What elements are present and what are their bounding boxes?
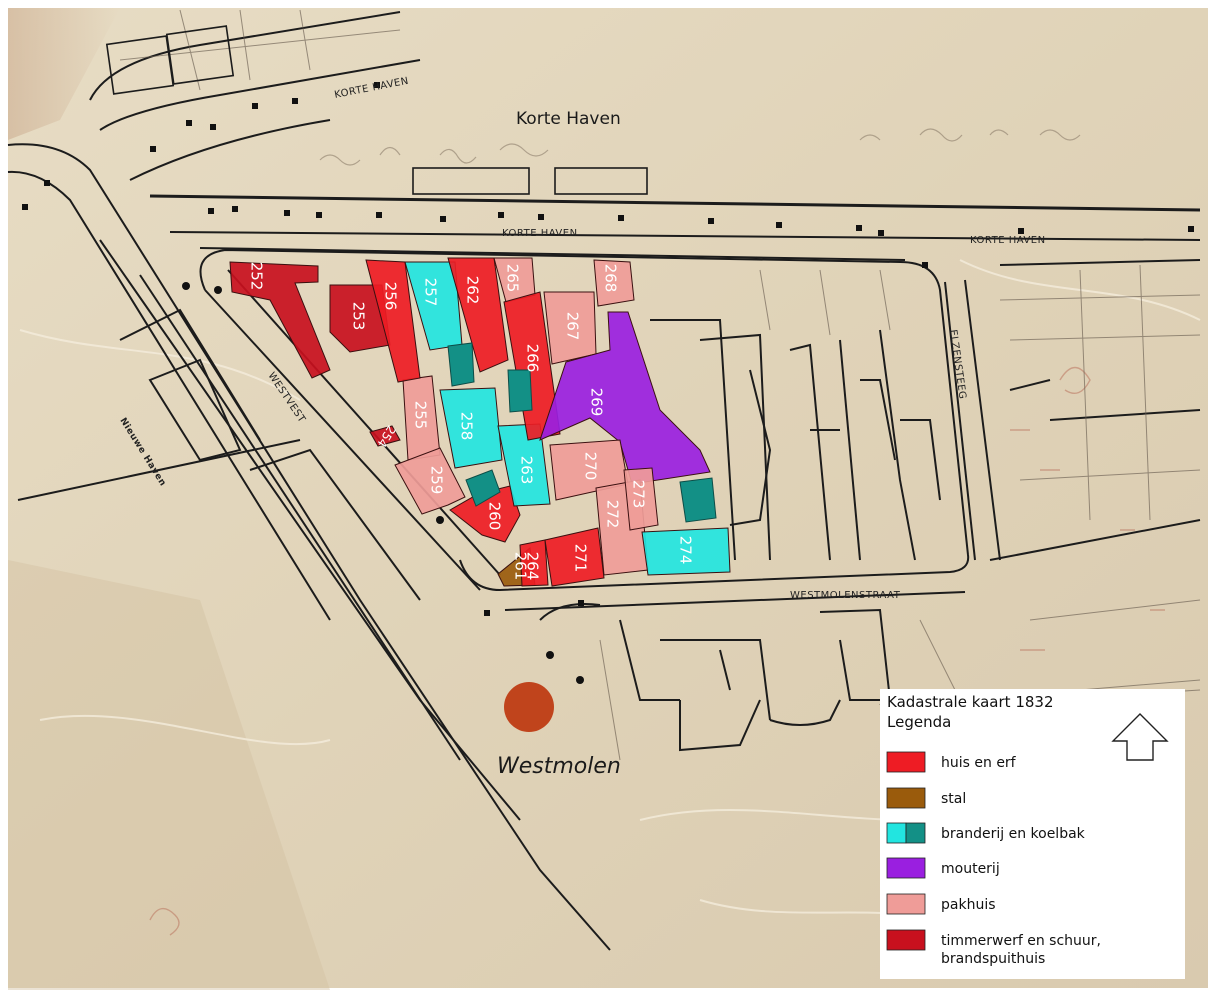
legend-subtitle: Legenda xyxy=(887,713,951,731)
parcel-label-265: 265 xyxy=(504,264,522,293)
street-korte-haven-mid: KORTE HAVEN xyxy=(502,228,578,239)
parcel-273 xyxy=(623,467,659,531)
legend-swatch-pakhuis xyxy=(886,893,926,915)
parcel-262 xyxy=(447,257,509,373)
parcel-label-271: 271 xyxy=(572,544,590,573)
legend-label: branderij en koelbak xyxy=(941,826,1086,842)
paper-stain xyxy=(8,8,120,140)
paper-stain xyxy=(8,560,330,990)
parcel-label-264: 264 xyxy=(524,552,542,581)
legend: Kadastrale kaart 1832 Legenda huis en er… xyxy=(880,689,1185,979)
legend-swatch-huis xyxy=(886,751,926,773)
legend-items: huis en erf stal branderij en koelbak moute… xyxy=(886,751,1101,967)
parcel-label-258: 258 xyxy=(458,412,476,441)
legend-swatch-branderij xyxy=(886,822,907,844)
parcel-label-255: 255 xyxy=(412,401,430,430)
water-script xyxy=(319,128,1081,166)
street-lines xyxy=(7,11,1201,951)
legend-swatch-koelbak xyxy=(905,822,926,844)
legend-label-line2: brandspuithuis xyxy=(941,951,1045,967)
parcel-label-253: 253 xyxy=(350,302,368,331)
legend-swatch-mouterij xyxy=(886,857,926,879)
parcel-271 xyxy=(544,527,605,587)
street-westmolenstraat: WESTMOLENSTRAAT xyxy=(790,590,901,601)
koelbak-basin xyxy=(465,469,501,507)
koelbak-basin xyxy=(447,342,475,387)
westmolen-marker xyxy=(504,682,554,732)
parcel-label-266: 266 xyxy=(524,344,542,373)
parcel-label-259: 259 xyxy=(428,466,446,495)
parcel-256 xyxy=(365,259,421,383)
parcel-label-261: 261 xyxy=(512,552,530,581)
parcel-label-272: 272 xyxy=(604,500,622,529)
koelbak-basin xyxy=(679,477,717,523)
north-arrow-icon xyxy=(1111,713,1169,761)
legend-label: stal xyxy=(941,791,966,807)
parcel-268 xyxy=(593,259,635,307)
parcel-label-274: 274 xyxy=(677,536,695,565)
parcel-269 xyxy=(539,311,711,485)
parcel-274 xyxy=(641,527,731,576)
legend-swatch-stal xyxy=(886,787,926,809)
parcel-label-252: 252 xyxy=(248,262,266,291)
legend-label: pakhuis xyxy=(941,897,996,913)
parcel-252 xyxy=(229,261,331,379)
legend-label: mouterij xyxy=(941,861,1000,877)
street-korte-haven-right: KORTE HAVEN xyxy=(970,235,1046,246)
parcel-254 xyxy=(369,425,401,447)
parcel-264 xyxy=(519,539,549,587)
parcel-label-260: 260 xyxy=(486,502,504,531)
parcel-label-256: 256 xyxy=(382,282,400,311)
parcel-259 xyxy=(394,447,466,515)
legend-title: Kadastrale kaart 1832 xyxy=(887,693,1054,711)
legend-label: timmerwerf en schuur, xyxy=(941,933,1101,949)
parcel-label-269: 269 xyxy=(588,388,606,417)
parcel-label-268: 268 xyxy=(602,264,620,293)
bollards xyxy=(22,82,1194,684)
quay-warehouses xyxy=(105,25,648,195)
water-label-korte-haven: Korte Haven xyxy=(516,109,621,129)
parcel-label-267: 267 xyxy=(564,312,582,341)
legend-swatch-timmerwerf xyxy=(886,929,926,951)
parcel-label-273: 273 xyxy=(630,480,648,509)
parcel-label-263: 263 xyxy=(518,456,536,485)
legend-label: huis en erf xyxy=(941,755,1017,771)
parcel-label-262: 262 xyxy=(464,276,482,305)
parcel-label-270: 270 xyxy=(582,452,600,481)
mill-label: Westmolen xyxy=(497,754,621,779)
parcel-258 xyxy=(439,387,503,469)
koelbak-basin xyxy=(507,369,533,413)
parcel-label-257: 257 xyxy=(422,278,440,307)
